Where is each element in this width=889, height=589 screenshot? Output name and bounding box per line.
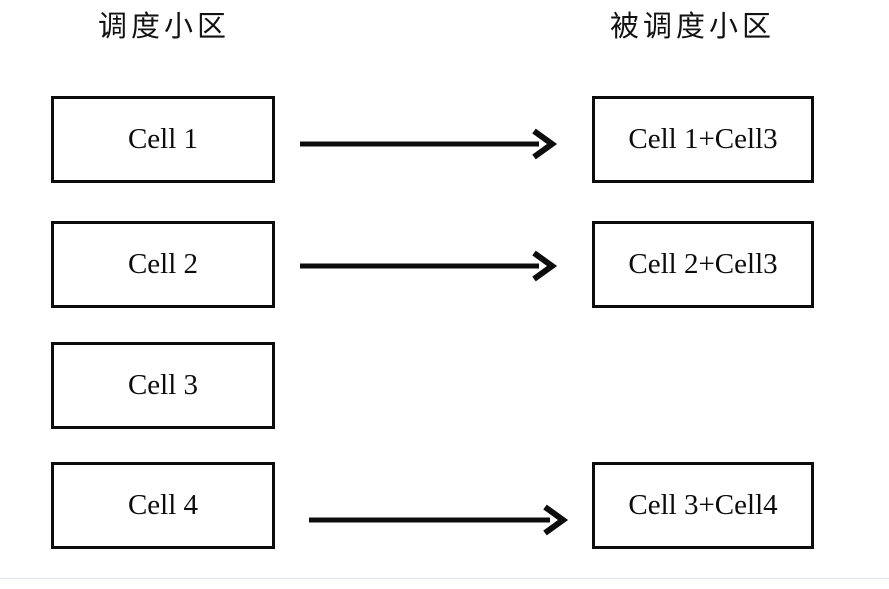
source-cell-label-1: Cell 1: [127, 123, 199, 155]
source-cell-box-1[interactable]: Cell 1: [51, 96, 275, 183]
target-cell-box-1[interactable]: Cell 1+Cell3: [592, 96, 814, 183]
target-cell-box-3[interactable]: Cell 3+Cell4: [592, 462, 814, 549]
source-cell-box-2[interactable]: Cell 2: [51, 221, 275, 308]
target-cell-box-2[interactable]: Cell 2+Cell3: [592, 221, 814, 308]
source-cell-box-3[interactable]: Cell 3: [51, 342, 275, 429]
source-cell-label-4: Cell 4: [127, 489, 199, 521]
column-heading-source: 调度小区: [98, 9, 231, 43]
arrow-right-icon-1: [299, 127, 558, 161]
target-cell-label-2: Cell 2+Cell3: [628, 248, 778, 280]
source-cell-label-3: Cell 3: [127, 369, 199, 401]
target-cell-label-1: Cell 1+Cell3: [628, 123, 778, 155]
column-heading-target: 被调度小区: [610, 9, 776, 43]
source-cell-box-4[interactable]: Cell 4: [51, 462, 275, 549]
bottom-separator-rule: [0, 578, 889, 579]
arrow-right-icon-3: [308, 503, 569, 537]
source-cell-label-2: Cell 2: [127, 248, 199, 280]
arrow-right-icon-2: [299, 249, 558, 283]
target-cell-label-3: Cell 3+Cell4: [628, 489, 778, 521]
